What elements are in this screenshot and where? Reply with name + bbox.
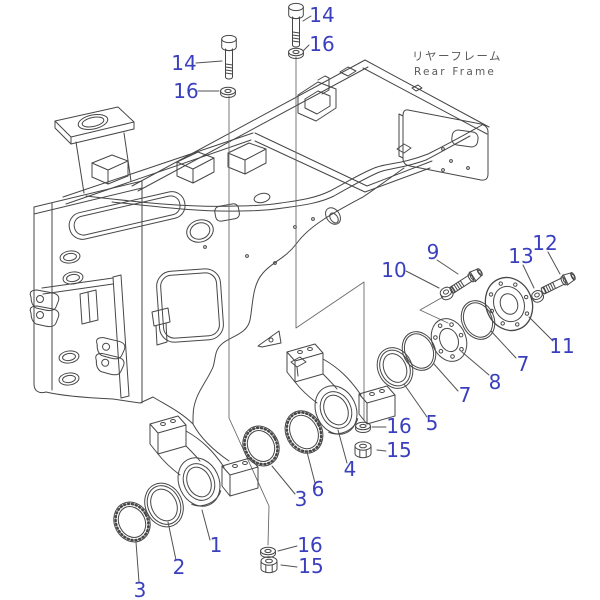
retainer-plate-8 [430, 318, 468, 362]
leader-line-3 [271, 465, 296, 495]
washer-10 [439, 286, 454, 301]
leader-line-7 [490, 330, 517, 359]
nut-15-bottom [260, 556, 278, 574]
leader-line-16 [277, 545, 298, 552]
diagram-title-en: Rear Frame [414, 66, 496, 78]
callout-10: 10 [381, 258, 406, 282]
front-mount-tower [54, 106, 135, 194]
leader-line-8 [461, 351, 490, 376]
leader-line-15 [376, 449, 387, 452]
callout-5: 5 [426, 411, 439, 435]
callout-2: 2 [173, 555, 186, 579]
callout-12: 12 [532, 231, 557, 255]
o-ring-7-outer [460, 300, 496, 340]
callout-15: 15 [298, 554, 323, 578]
nut-15-mid [354, 441, 372, 459]
leader-line-3 [135, 541, 140, 583]
callout-3: 3 [134, 578, 147, 600]
bolt-14-left [221, 34, 237, 80]
leader-line-7 [433, 363, 459, 392]
callout-7: 7 [459, 383, 472, 407]
callout-1: 1 [210, 533, 223, 557]
callout-16: 16 [173, 79, 198, 103]
deck-opening [85, 124, 483, 212]
callout-16: 16 [309, 32, 334, 56]
trunnion-support-1 [149, 415, 259, 514]
hinge-clevis-lower [95, 337, 126, 376]
leader-line-9 [436, 259, 459, 275]
flange-11 [484, 276, 534, 332]
leader-line-2 [167, 521, 177, 561]
seal-ring-6 [284, 410, 324, 454]
callout-7: 7 [517, 352, 530, 376]
seal-ring-3-left [113, 501, 151, 543]
leader-line-11 [528, 316, 554, 342]
callout-15: 15 [386, 438, 411, 462]
leader-line-4 [337, 429, 348, 464]
washer-16-top-left [220, 86, 236, 98]
side-web [139, 167, 405, 462]
leader-line-10 [405, 270, 440, 289]
leader-line-1 [201, 509, 211, 541]
bushing-5 [376, 347, 414, 389]
callout-8: 8 [489, 370, 502, 394]
o-ring-7-inner [401, 331, 437, 371]
bolt-14-right [288, 2, 304, 48]
assembly-centerlines [228, 56, 449, 546]
washer-16-bottom [260, 546, 276, 558]
leader-line-16 [302, 44, 310, 52]
washer-13 [531, 290, 545, 303]
callout-14: 14 [171, 51, 196, 75]
rear-rails [62, 59, 490, 205]
callout-14: 14 [309, 3, 334, 27]
leader-line-13 [522, 264, 535, 289]
callout-9: 9 [427, 240, 440, 264]
callout-3: 3 [295, 487, 308, 511]
leader-line-12 [547, 251, 561, 275]
leader-line-14 [302, 15, 312, 22]
hinge-clevis-upper [29, 289, 60, 328]
leader-line-14 [195, 60, 223, 64]
callout-6: 6 [312, 477, 325, 501]
washer-16-mid [355, 421, 371, 433]
callout-11: 11 [549, 334, 574, 358]
callout-16: 16 [386, 414, 411, 438]
diagram-title-jp: リヤーフレーム [412, 49, 502, 63]
leader-line-15 [280, 564, 298, 568]
callout-13: 13 [508, 244, 533, 268]
callout-16: 16 [297, 533, 322, 557]
rear-corner-plate [398, 109, 489, 181]
rear-frame [29, 59, 490, 462]
deck-brackets [176, 66, 423, 377]
bolt-12 [539, 270, 578, 297]
leader-line-6 [306, 451, 316, 484]
leader-line-5 [403, 383, 428, 418]
callout-4: 4 [344, 457, 357, 481]
deck-holes [68, 191, 341, 265]
leader-layer [135, 15, 561, 583]
left-face [33, 180, 143, 404]
seal-ring-3-right [242, 425, 280, 467]
